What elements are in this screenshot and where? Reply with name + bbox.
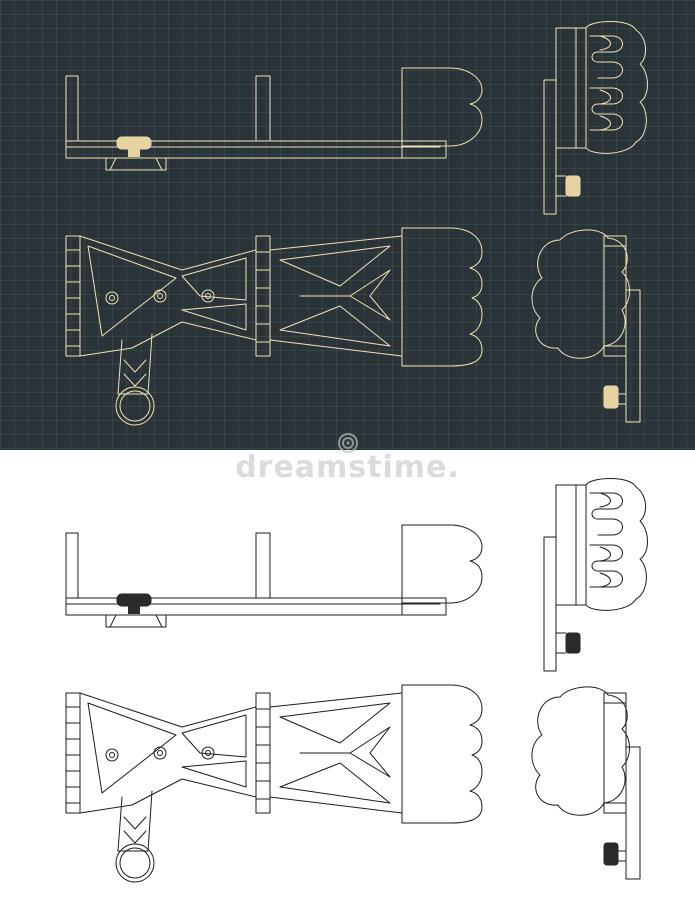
dark-drawing bbox=[65, 21, 648, 426]
side-knob-light bbox=[117, 594, 618, 865]
light-drawing bbox=[65, 478, 648, 883]
side-knob-dark bbox=[117, 137, 618, 408]
dark-blueprint-panel bbox=[0, 0, 695, 450]
light-drawing-panel bbox=[0, 450, 695, 900]
